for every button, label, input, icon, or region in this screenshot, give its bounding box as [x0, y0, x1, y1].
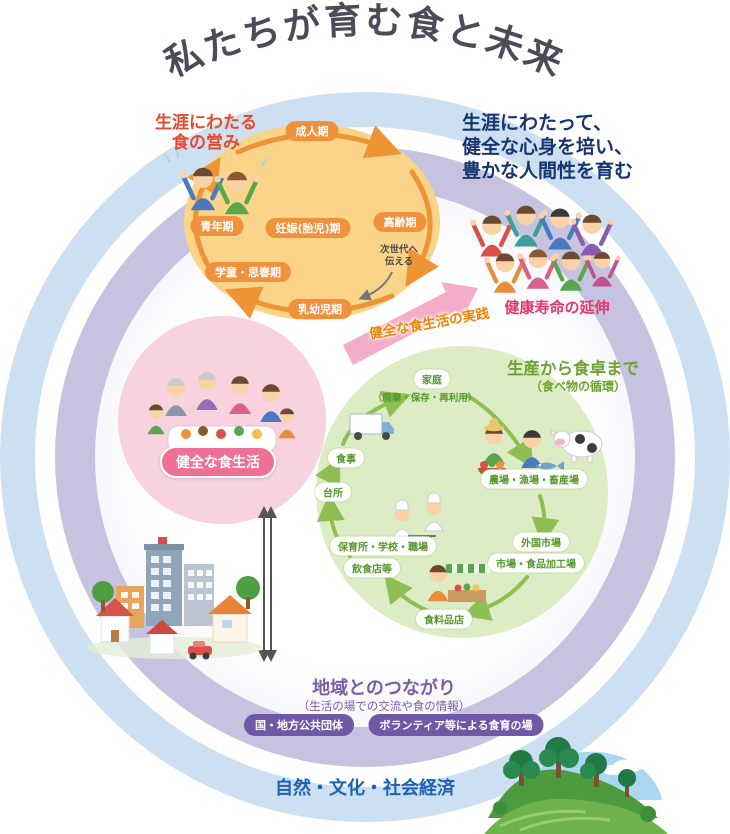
- healthy-diet-label: 健全な食生活: [160, 446, 276, 478]
- node-meal: 食事: [328, 448, 364, 468]
- page-title: 私たちが育む食と未来: [158, 0, 571, 85]
- sparkle-marks: [164, 148, 268, 167]
- family-meal-illustration: [147, 372, 296, 453]
- farmer-illustration: [483, 418, 505, 464]
- cooking-illustration: [392, 492, 444, 546]
- practice-arrow: [343, 282, 478, 365]
- food-cycle-subtitle: （食べ物の循環）: [529, 379, 627, 394]
- stage-pregnancy: 妊娠(胎児)期: [265, 218, 351, 238]
- truck-illustration: [349, 413, 394, 440]
- node-farm: 農場・漁場・畜産場: [481, 469, 587, 489]
- next-generation-arrow: [358, 271, 393, 301]
- badge-volunteer: ボランティア等による食育の場: [368, 714, 544, 736]
- nature-hill-illustration: [484, 737, 668, 834]
- node-home-note: （廃棄・保存・再利用）: [372, 393, 478, 404]
- stage-adult: 成人期: [285, 121, 339, 141]
- food-cycle-title: 生産から食卓まで: [507, 359, 639, 378]
- node-school-work: 保育所・学校・職場: [330, 536, 436, 556]
- stage-infant: 乳幼児期: [288, 299, 352, 319]
- community-link-arrow: [258, 506, 277, 662]
- badge-government: 国・地方公共団体: [244, 714, 354, 736]
- fish-illustration: [535, 461, 564, 471]
- healthy-diet-circle: [118, 316, 326, 524]
- node-kitchen: 台所: [315, 482, 351, 502]
- healthy-life-label: 健康寿命の延伸: [504, 298, 610, 317]
- community-title: 地域とのつながり: [312, 678, 456, 699]
- outcome-text: 生涯にわたって、 健全な心身を培い、 豊かな人間性を育む: [462, 112, 634, 182]
- life-cycle-heading: 生涯にわたる 食の営み: [155, 112, 257, 153]
- node-foreign-market: 外国市場: [513, 532, 569, 552]
- foundation-label: 自然・文化・社会経済: [275, 778, 455, 799]
- next-generation-label: 次世代へ 伝える: [379, 244, 419, 268]
- node-market: 市場・食品加工場: [488, 553, 584, 573]
- people-group-illustration: [470, 206, 621, 293]
- stage-school: 学童・思春期: [205, 262, 291, 282]
- cow-illustration: [550, 428, 603, 463]
- town-illustration: [87, 537, 263, 660]
- community-subtitle: （生活の場での交流や食の情報）: [297, 699, 471, 713]
- market-stall-illustration: [427, 564, 490, 602]
- node-grocery: 食料品店: [416, 609, 472, 629]
- stage-youth: 青年期: [190, 216, 244, 236]
- node-restaurant: 飲食店等: [344, 558, 400, 578]
- food-on-table: [181, 426, 262, 439]
- node-home: 家庭: [414, 369, 450, 389]
- stage-elderly: 高齢期: [373, 212, 427, 232]
